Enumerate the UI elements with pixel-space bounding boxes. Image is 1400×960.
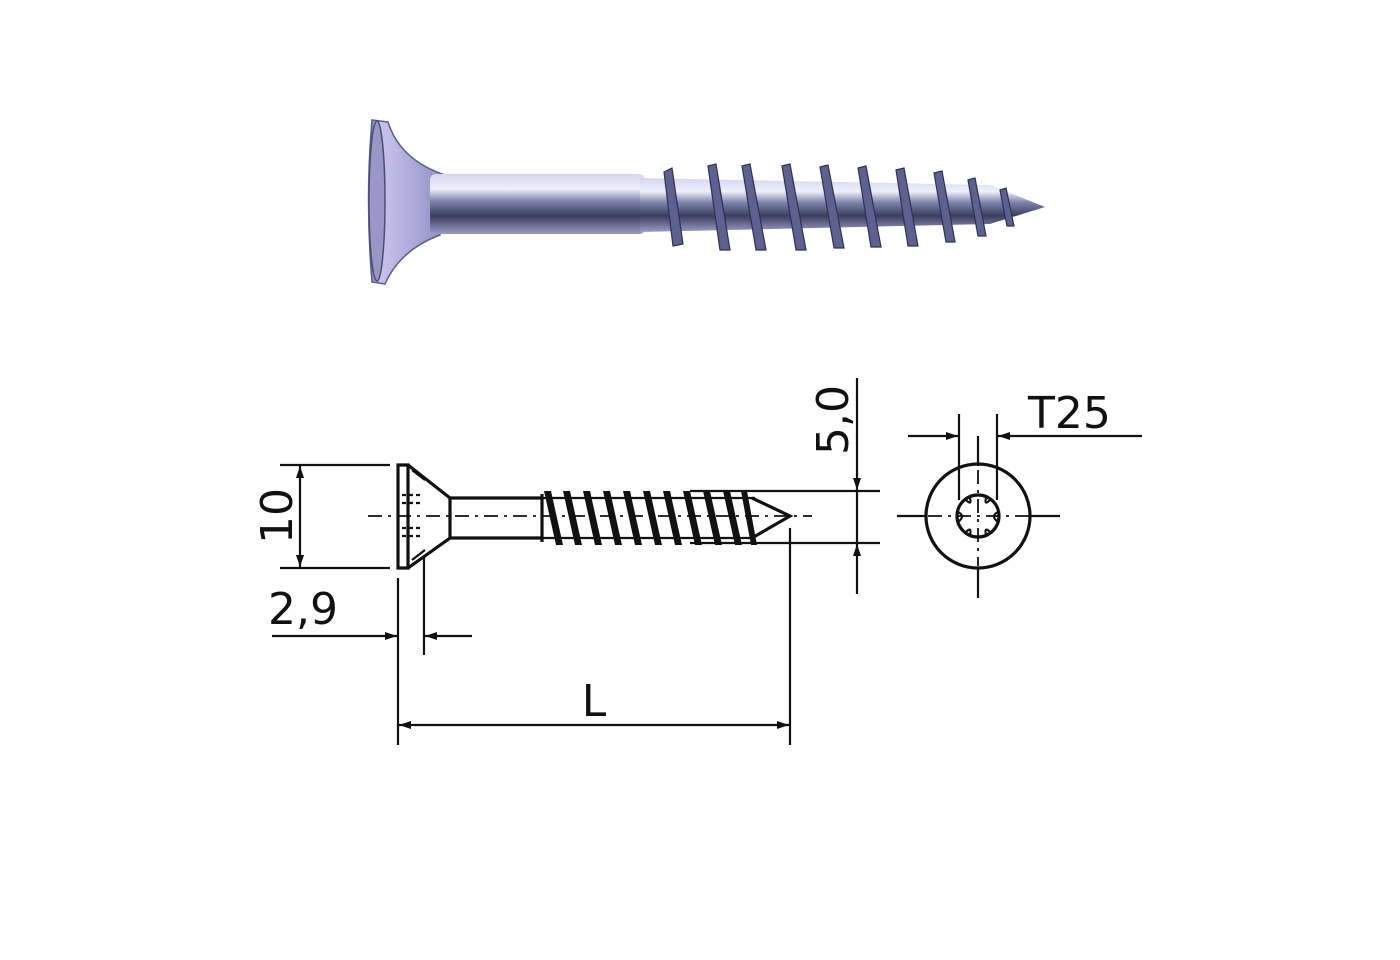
drawing-shank: [450, 494, 544, 542]
dimension-thread-diameter: 5,0: [808, 378, 861, 594]
dimension-length: L: [399, 528, 792, 745]
torx-drive-icon: [955, 493, 1001, 539]
drawing-threads: [544, 491, 757, 545]
end-view-drawing: T25: [897, 388, 1142, 598]
length-label: L: [582, 676, 607, 727]
drawing-tip: [751, 496, 794, 540]
screw-photo: [367, 119, 1045, 285]
dimension-head-height: 2,9: [268, 556, 472, 745]
head-height-label: 2,9: [268, 584, 338, 635]
drive-label: T25: [1027, 388, 1111, 439]
screw-photo-threads: [663, 163, 1015, 251]
dimension-head-diameter: 10: [252, 463, 390, 570]
head-diameter-label: 10: [252, 488, 303, 544]
screw-photo-shank: [430, 174, 645, 234]
side-view-drawing: [368, 463, 880, 570]
thread-diameter-label: 5,0: [808, 385, 859, 455]
